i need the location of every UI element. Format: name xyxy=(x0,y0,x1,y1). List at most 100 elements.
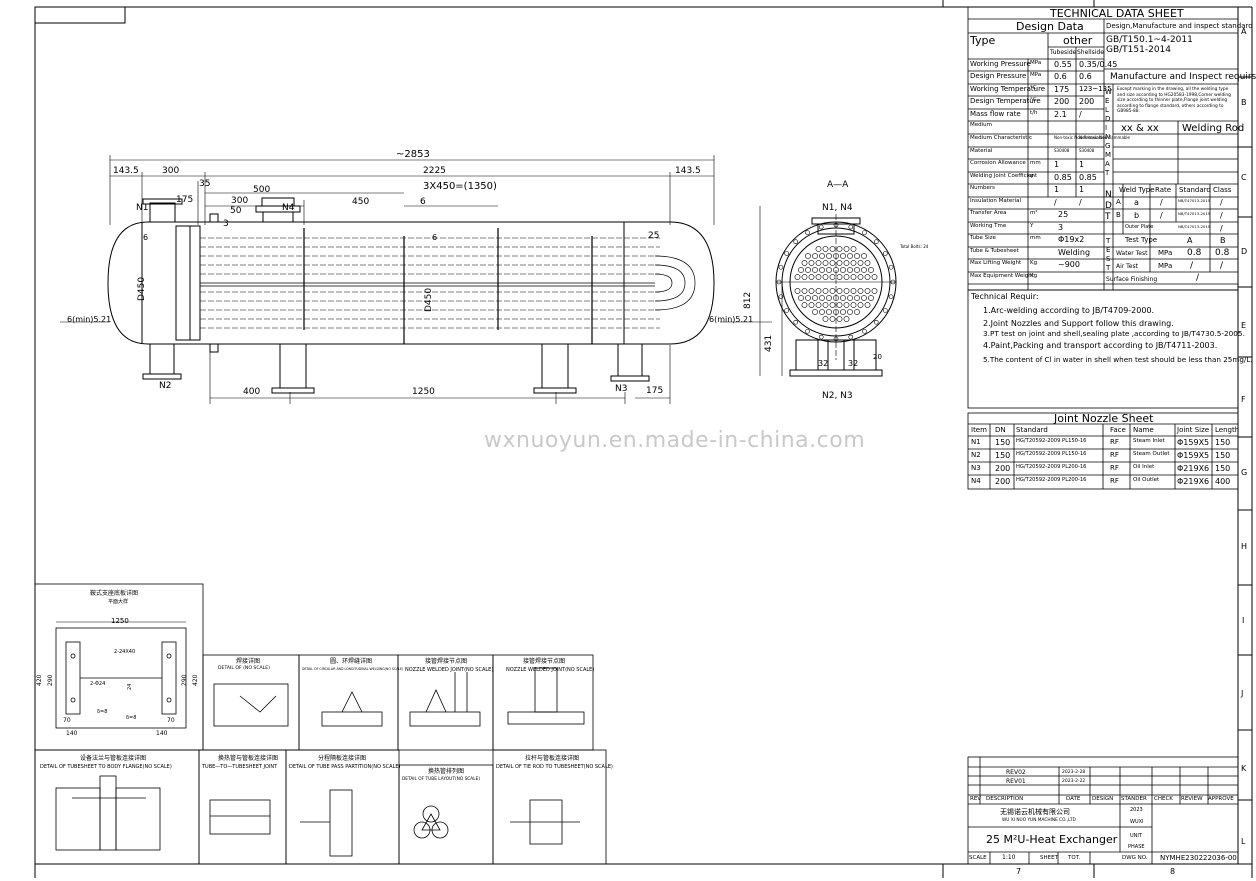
tech-row-tube: ~900 xyxy=(1058,260,1080,269)
tube-hole xyxy=(815,274,822,280)
surface-finishing: Surface Finishing xyxy=(1106,276,1158,283)
tube-hole xyxy=(857,274,864,280)
tube-hole xyxy=(829,246,836,252)
nozzle-cell: Steam Inlet xyxy=(1133,438,1165,444)
dim-50: 50 xyxy=(230,206,242,216)
nozzle-cell: 400 xyxy=(1215,477,1231,486)
tot-label: TOT. xyxy=(1068,855,1081,861)
ndt-cell-std: NB/T47013-2015 xyxy=(1178,198,1211,203)
tube-hole xyxy=(833,309,839,315)
nozzle-cell: Oil Outlet xyxy=(1133,477,1160,483)
tech-row-unit: t/h xyxy=(1030,110,1038,116)
zone-letter: C xyxy=(1241,173,1247,182)
watermark: wxnuoyun.en.made-in-china.com xyxy=(484,428,866,453)
tube-hole xyxy=(794,274,801,280)
tech-row-unit: Y xyxy=(1030,223,1034,229)
bolt-hole xyxy=(793,320,798,325)
dim-450: 450 xyxy=(352,197,370,207)
tube-hole xyxy=(850,246,857,252)
tube-hole xyxy=(843,246,850,252)
tube-hole xyxy=(840,267,846,273)
tube-hole xyxy=(812,267,818,273)
detail-6-sub: DETAIL OF TUBESHEET TO BODY FLANGE(NO SC… xyxy=(40,764,172,770)
saddle-140a: 140 xyxy=(66,730,78,737)
nozzle-cell: Φ219X6 xyxy=(1177,464,1210,473)
tech-row-unit: Kg xyxy=(1030,273,1038,279)
water-test-b: 0.8 xyxy=(1215,248,1230,258)
nozzle-cell: N2 xyxy=(971,451,981,459)
zone-letter: G xyxy=(1241,468,1248,477)
bolt-hole xyxy=(862,329,867,334)
tube-hole xyxy=(819,309,825,315)
design-data-title: Design Data xyxy=(1016,20,1084,33)
corner-box xyxy=(34,6,126,24)
nozzle-cell: Φ159X5 xyxy=(1177,438,1210,447)
detail-9-title: 换热管排列图 xyxy=(428,768,465,775)
ndt-cell-std: NB/T47013-2015 xyxy=(1178,224,1211,229)
tube-hole xyxy=(805,253,811,259)
dim-6b: 6 xyxy=(143,233,149,242)
saddle-70a: 70 xyxy=(63,717,71,724)
saddle-140b: 140 xyxy=(156,730,168,737)
tube-hole xyxy=(815,246,822,252)
shellside-header: Shellside xyxy=(1077,49,1104,56)
product-name: 25 M²U-Heat Exchanger xyxy=(986,833,1118,846)
tech-row-tube: Non-toxic Non-flammable xyxy=(1054,135,1106,140)
ndt-header-rate: Rate xyxy=(1155,186,1172,194)
dim-1250: 1250 xyxy=(412,387,435,397)
tube-hole xyxy=(833,253,839,259)
ndt-cell-type: a xyxy=(1134,198,1139,207)
tube-hole xyxy=(826,309,832,315)
zone-letter: B xyxy=(1241,98,1247,107)
tube-hole xyxy=(847,295,853,301)
tube-hole xyxy=(808,260,815,266)
detail-3-title: 圆、环焊缝详图 xyxy=(330,658,373,665)
tube-hole xyxy=(840,309,846,315)
tube-hole xyxy=(836,288,843,294)
bolt-hole xyxy=(888,294,894,300)
nozzle-cell: Oil Inlet xyxy=(1133,464,1155,470)
tube-hole xyxy=(843,274,850,280)
tech-row-shell: 1 xyxy=(1079,160,1085,169)
bolt-hole xyxy=(793,239,798,244)
nozzle-cell: 150 xyxy=(1215,438,1231,447)
tube-hole xyxy=(843,316,850,322)
tube-hole xyxy=(854,295,860,301)
nozzle-cell: N1 xyxy=(971,438,981,446)
dwg-number: NYMHE230222036-00 xyxy=(1160,854,1237,862)
nozzle-cell: RF xyxy=(1110,477,1119,485)
dim-175b: 175 xyxy=(646,386,664,396)
section-view xyxy=(759,206,897,377)
tube-hole xyxy=(829,288,836,294)
bolt-hole xyxy=(862,230,867,235)
tube-hole xyxy=(871,274,878,280)
tube-hole xyxy=(822,288,829,294)
bolt-hole xyxy=(848,334,854,340)
tech-row-label: Tube & Tubesheet xyxy=(970,248,1019,254)
tech-row-unit: mm xyxy=(1030,235,1041,241)
tech-row-shell: Non-toxic Non-flammable xyxy=(1079,135,1131,140)
tube-hole xyxy=(836,302,843,308)
ndt-cell-rate: / xyxy=(1160,198,1163,207)
nozzle-header: Joint Size xyxy=(1177,426,1210,434)
dwg-label: DWG NO. xyxy=(1122,855,1148,861)
tube-hole xyxy=(843,302,850,308)
dim-32a: 32 xyxy=(818,359,829,368)
manufacture-req: Manufacture and Inspect requirs xyxy=(1110,72,1256,82)
nozzle-cell: 200 xyxy=(995,464,1011,473)
test-header-type: Test Type xyxy=(1125,236,1158,244)
nozzle-cell: HG/T20592-2009 PL200-16 xyxy=(1016,477,1087,483)
tube-hole xyxy=(861,295,867,301)
detail-9-sub: DETAIL OF TUBE LAYOUT(NO SCALE) xyxy=(402,777,481,782)
tech-row-tube: 175 xyxy=(1054,85,1070,94)
saddle-70b: 70 xyxy=(167,717,175,724)
tech-row-label: Working Pressure xyxy=(970,60,1031,68)
tube-hole xyxy=(857,302,864,308)
tube-hole xyxy=(864,288,871,294)
tech-row-shell: 123~135 xyxy=(1079,85,1112,93)
nozzle-header: Name xyxy=(1133,426,1154,434)
tube-hole xyxy=(833,295,839,301)
zone-letter: A xyxy=(1241,27,1247,36)
ndt-cell-cls: / xyxy=(1220,211,1223,220)
rev2-date: 2023-2-28 xyxy=(1062,770,1086,775)
